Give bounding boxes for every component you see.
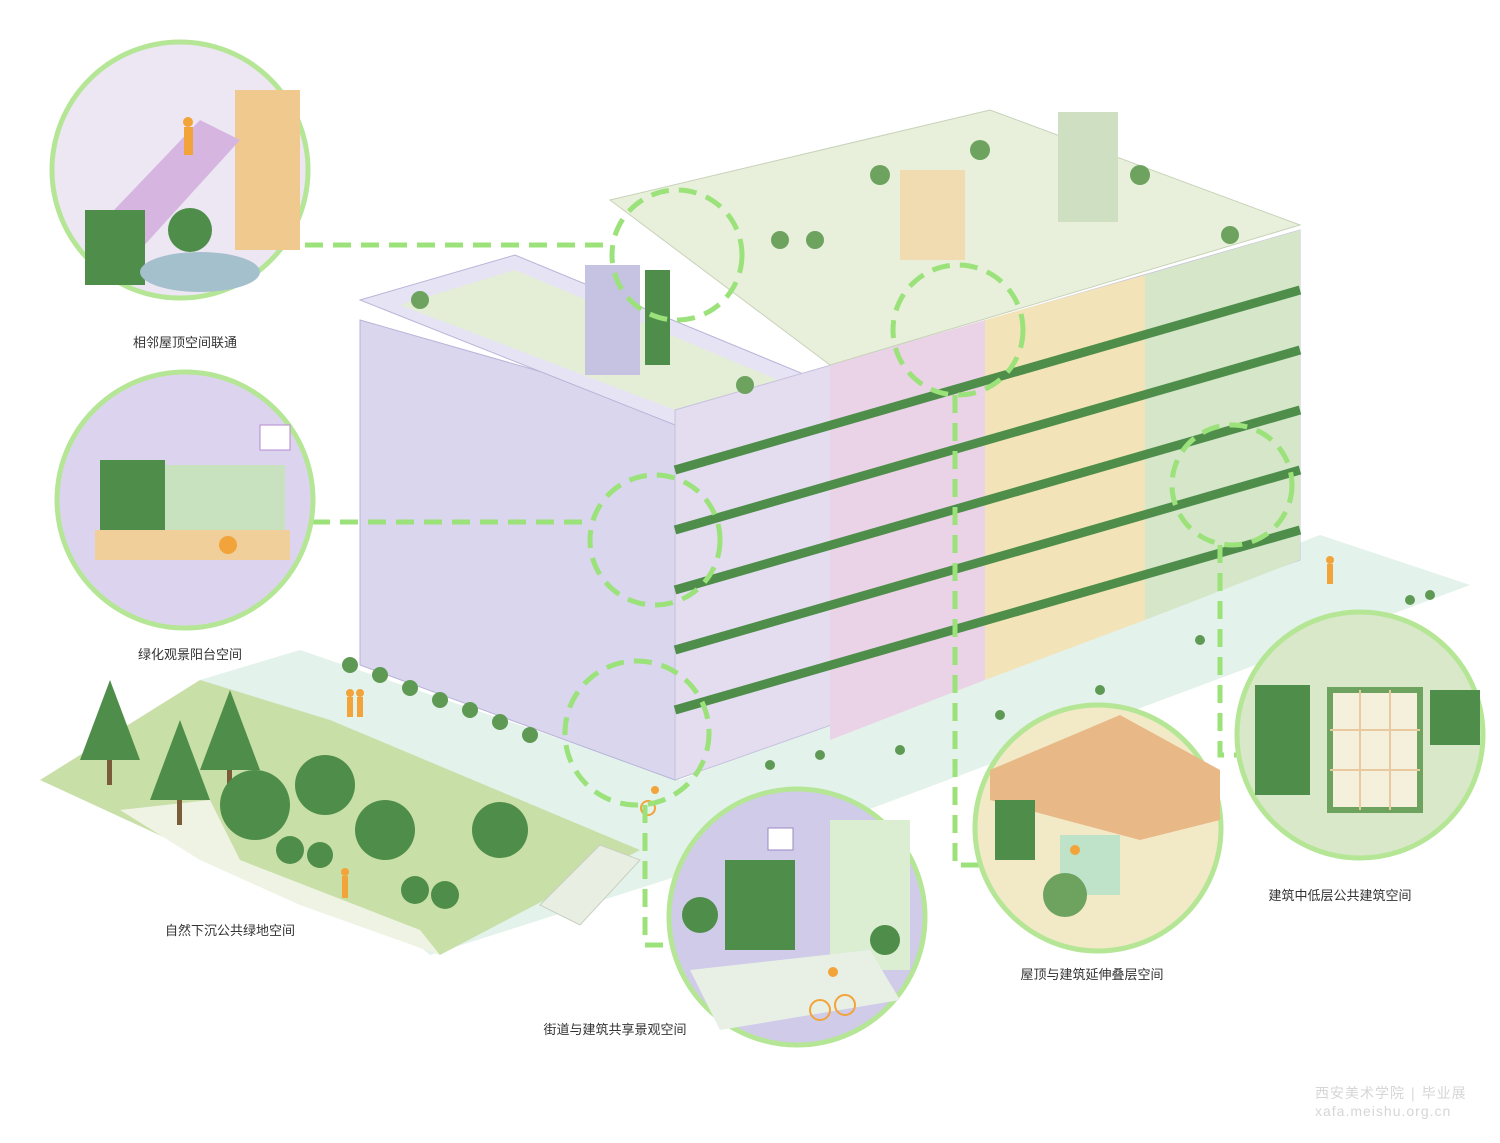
label-green-balcony: 绿化观景阳台空间 <box>137 648 243 663</box>
watermark-url: xafa.meishu.org.cn <box>1315 1103 1452 1119</box>
watermark: 西安美术学院 | 毕业展 xafa.meishu.org.cn <box>1315 1083 1467 1119</box>
upper-tower-1 <box>900 170 965 260</box>
detail-circle-lower-public <box>1234 609 1486 861</box>
detail-circle-green-balcony <box>54 369 316 631</box>
detail-circle-roof-connection <box>49 39 311 301</box>
watermark-school: 西安美术学院 | 毕业展 <box>1315 1086 1467 1102</box>
upper-tower-2 <box>1058 112 1118 222</box>
street-plants <box>342 590 1435 770</box>
people-figures <box>341 556 1334 898</box>
stair-tower <box>585 265 640 375</box>
detail-circle-roof-layered <box>972 702 1224 954</box>
callout-connectors <box>305 187 1295 948</box>
park-trees <box>80 680 528 909</box>
label-street-shared: 街道与建筑共享景观空间 <box>543 1023 687 1038</box>
detail-circle-street-shared <box>666 786 928 1048</box>
label-roof-connection: 相邻屋顶空间联通 <box>132 336 238 351</box>
label-sunken-green: 自然下沉公共绿地空间 <box>164 924 296 939</box>
label-lower-public: 建筑中低层公共建筑空间 <box>1268 889 1412 904</box>
park-stairs <box>539 844 641 926</box>
roof-trees <box>411 140 1239 394</box>
label-roof-layered: 屋顶与建筑延伸叠层空间 <box>1020 968 1164 983</box>
park-path <box>120 800 440 955</box>
